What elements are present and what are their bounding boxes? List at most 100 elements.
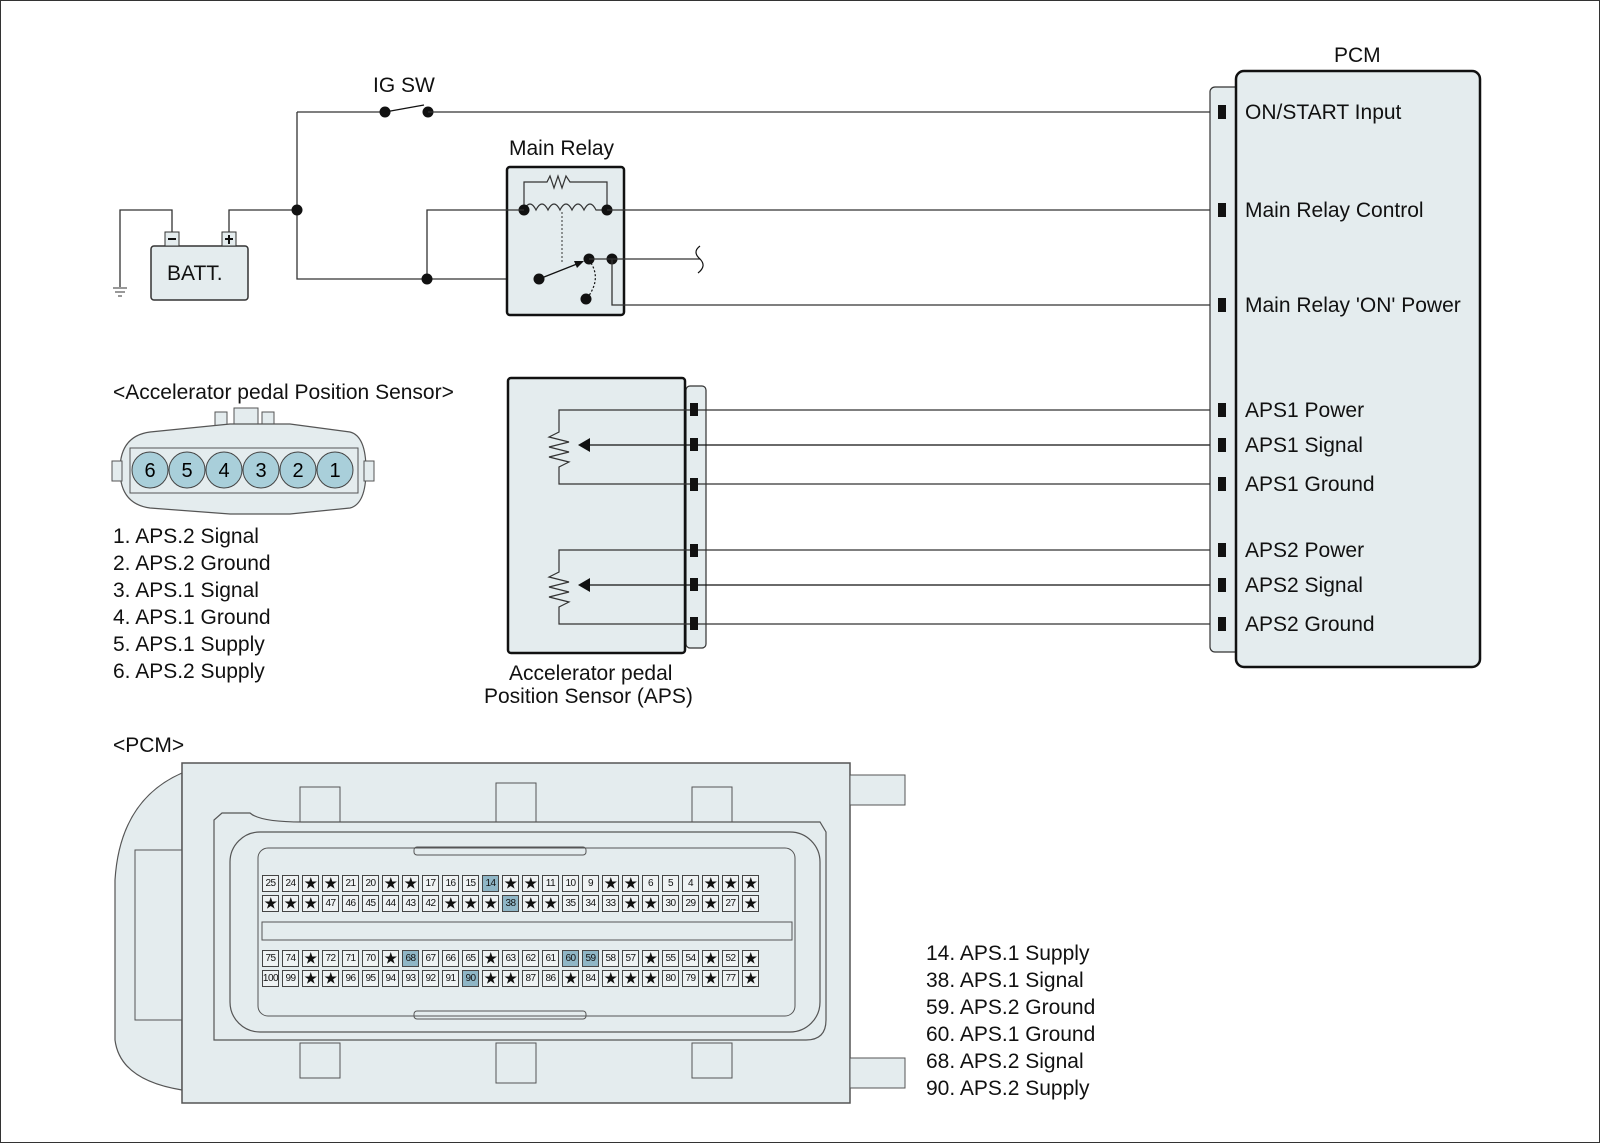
pcm-pin-91: 91 [442,970,459,987]
pcm-pin-95: 95 [362,970,379,987]
aps-pin-4 [205,451,243,489]
pcm-pin-unused: ★ [482,895,499,912]
pcm-pin-9: 9 [582,875,599,892]
pcm-pin-42: 42 [422,895,439,912]
aps-pin-number: 5 [181,460,192,482]
pcm-pin-unused: ★ [382,875,399,892]
pcm-pin-4: 4 [682,875,699,892]
pcm-pin-unused: ★ [622,895,639,912]
pcm-pin-unused: ★ [602,875,619,892]
pcm-pin-unused: ★ [482,950,499,967]
pcm-pin-30: 30 [662,895,679,912]
pcm-terminal-aps1-power: APS1 Power [1245,399,1365,422]
pcm-pin-unused: ★ [642,895,659,912]
pcm-legend-item: 90. APS.2 Supply [926,1077,1090,1100]
pcm-pin-unused: ★ [742,970,759,987]
ground-icon [113,209,173,297]
pcm-terminal-aps2-power: APS2 Power [1245,539,1365,562]
aps-legend-item: 6. APS.2 Supply [113,660,265,683]
pcm-pin-unused: ★ [502,875,519,892]
pcm-pin-unused: ★ [702,970,719,987]
main-relay [505,165,626,317]
pcm-terminal-aps2-signal: APS2 Signal [1245,574,1363,597]
pcm-pin-legend: 14. APS.1 Supply 38. APS.1 Signal 59. AP… [926,940,1095,1102]
pcm-pin-61: 61 [542,950,559,967]
aps-legend-item: 3. APS.1 Signal [113,579,259,602]
pcm-pin-unused: ★ [302,970,319,987]
pcm-pin-25: 25 [262,875,279,892]
pcm-pin-58: 58 [602,950,619,967]
pcm-pin-24: 24 [282,875,299,892]
pcm-pin-71: 71 [342,950,359,967]
ig-switch-label: IG SW [373,74,435,97]
pcm-pin-86: 86 [542,970,559,987]
pcm-pin-unused: ★ [322,970,339,987]
pcm-pin-unused: ★ [322,875,339,892]
pcm-pin-43: 43 [402,895,419,912]
pcm-pin-54: 54 [682,950,699,967]
aps-pin-legend: 1. APS.2 Signal 2. APS.2 Ground 3. APS.1… [113,523,271,685]
pcm-pin-21: 21 [342,875,359,892]
pcm-pin-17: 17 [422,875,439,892]
pcm-pin-63: 63 [502,950,519,967]
pcm-pin-unused: ★ [522,895,539,912]
pcm-pin-11: 11 [542,875,559,892]
aps-pin-number: 4 [218,460,229,482]
pcm-pin-80: 80 [662,970,679,987]
pcm-terminal-on-start-input: ON/START Input [1245,101,1402,124]
pcm-pin-66: 66 [442,950,459,967]
pcm-pin-unused: ★ [642,970,659,987]
pcm-pin-47: 47 [322,895,339,912]
pcm-pin-45: 45 [362,895,379,912]
pcm-pin-94: 94 [382,970,399,987]
pcm-connector-title: <PCM> [113,734,185,757]
pcm-pin-62: 62 [522,950,539,967]
pcm-pin-72: 72 [322,950,339,967]
pcm-legend-item: 14. APS.1 Supply [926,942,1090,965]
pcm-pin-unused: ★ [742,875,759,892]
aps-legend-item: 5. APS.1 Supply [113,633,265,656]
pcm-legend-item: 59. APS.2 Ground [926,996,1096,1019]
pcm-pin-10: 10 [562,875,579,892]
aps-pin-number: 2 [292,460,303,482]
aps-pin-2 [279,451,317,489]
pcm-pin-6: 6 [642,875,659,892]
pcm-pin-52: 52 [722,950,739,967]
aps-caption-line1: Accelerator pedal [509,662,673,685]
ignition-switch[interactable] [379,104,434,118]
battery-label: BATT. [167,262,223,285]
pcm-pin-unused: ★ [642,950,659,967]
pcm-pin-16: 16 [442,875,459,892]
pcm-pin-87: 87 [522,970,539,987]
pcm-pin-65: 65 [462,950,479,967]
pcm-title: PCM [1334,44,1381,67]
pcm-pin-15: 15 [462,875,479,892]
pcm-terminal-main-relay-on-power: Main Relay 'ON' Power [1245,294,1461,317]
pcm-pin-unused: ★ [602,970,619,987]
pcm-pin-67: 67 [422,950,439,967]
aps-pin-5 [168,451,206,489]
pcm-pin-unused: ★ [622,875,639,892]
pcm-pin-unused: ★ [502,970,519,987]
pcm-pin-92: 92 [422,970,439,987]
pcm-pin-77: 77 [722,970,739,987]
pcm-pin-57: 57 [622,950,639,967]
aps-pin-3 [242,451,280,489]
pcm-pin-unused: ★ [382,950,399,967]
pcm-pin-unused: ★ [302,875,319,892]
pcm-pin-unused: ★ [742,895,759,912]
aps-legend-item: 2. APS.2 Ground [113,552,271,575]
pcm-legend-item: 38. APS.1 Signal [926,969,1084,992]
pcm-pin-5: 5 [662,875,679,892]
main-relay-label: Main Relay [509,137,615,160]
pcm-legend-item: 68. APS.2 Signal [926,1050,1084,1073]
pcm-pin-unused: ★ [302,950,319,967]
pcm-pin-unused: ★ [462,895,479,912]
pcm-pin-unused: ★ [262,895,279,912]
pcm-terminal-main-relay-control: Main Relay Control [1245,199,1424,222]
pcm-legend-item: 60. APS.1 Ground [926,1023,1096,1046]
